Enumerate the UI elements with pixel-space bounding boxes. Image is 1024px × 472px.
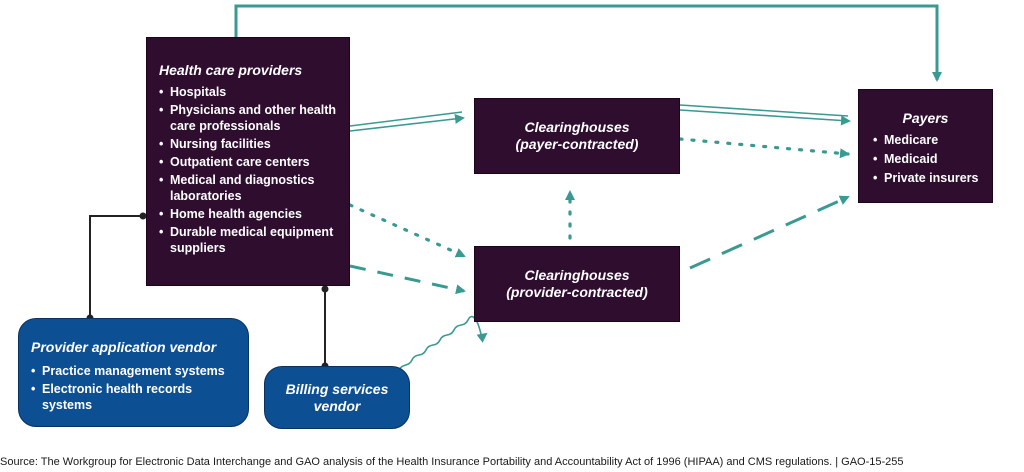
provider-to-provider-clearinghouse-dashed-arrow	[349, 264, 466, 295]
payer-clearinghouse-to-payer-arrow-b	[679, 109, 851, 126]
payers-box: Payers Medicare Medicaid Private insurer…	[858, 89, 993, 203]
provider-item: Home health agencies	[159, 206, 341, 222]
provider-application-vendor-box: Provider application vendor Practice man…	[18, 318, 249, 427]
app-vendor-list: Practice management systems Electronic h…	[31, 363, 242, 413]
clearinghouse-payer-contracted-box: Clearinghouses (payer-contracted)	[474, 98, 680, 174]
billing-vendor-line2: vendor	[313, 398, 361, 414]
app-vendor-item: Practice management systems	[31, 363, 242, 379]
provider-item: Durable medical equipment suppliers	[159, 224, 341, 256]
clearinghouse-provider-line2: (provider-contracted)	[506, 284, 648, 300]
provider-to-provider-clearinghouse-dotted-arrow	[348, 203, 466, 258]
provider-item: Medical and diagnostics laboratories	[159, 172, 341, 204]
clearinghouse-payer-line1: Clearinghouses	[524, 119, 630, 135]
app-vendor-connector	[89, 215, 143, 318]
provider-item: Hospitals	[159, 84, 341, 100]
source-note: Source: The Workgroup for Electronic Dat…	[0, 456, 904, 468]
payers-list: Medicare Medicaid Private insurers	[873, 132, 992, 186]
health-care-providers-box: Health care providers Hospitals Physicia…	[146, 37, 350, 286]
payer-item: Medicaid	[873, 151, 992, 167]
provider-item: Physicians and other health care profess…	[159, 102, 341, 134]
billing-vendor-connector-dot-top	[321, 285, 329, 293]
provider-to-payer-clearinghouse-arrow-b	[349, 113, 465, 132]
clearinghouse-provider-contracted-box: Clearinghouses (provider-contracted)	[474, 246, 680, 322]
app-vendor-item: Electronic health records systems	[31, 381, 242, 413]
provider-to-payer-clearinghouse-arrow-a	[349, 111, 463, 127]
providers-title: Health care providers	[159, 62, 303, 78]
payer-clearinghouse-to-payer-arrow-a	[679, 104, 849, 117]
provider-to-payer-direct-arrow	[234, 4, 942, 82]
payer-item: Medicare	[873, 132, 992, 148]
app-vendor-connector-dot-top	[139, 212, 147, 220]
provider-clearinghouse-to-payer-dashed-arrow	[689, 195, 850, 270]
payer-item: Private insurers	[873, 170, 992, 186]
providers-list: Hospitals Physicians and other health ca…	[159, 84, 341, 256]
clearinghouse-payer-line2: (payer-contracted)	[515, 136, 639, 152]
provider-item: Nursing facilities	[159, 136, 341, 152]
billing-services-vendor-box: Billing services vendor	[264, 366, 410, 429]
provider-item: Outpatient care centers	[159, 154, 341, 170]
clearinghouse-provider-line1: Clearinghouses	[524, 267, 630, 283]
payers-title: Payers	[902, 110, 949, 126]
billing-to-clearinghouse-arrowhead	[476, 332, 488, 343]
payer-clearinghouse-dotted-arrow	[678, 137, 850, 159]
billing-to-clearinghouse-wavy-arrow	[397, 315, 483, 373]
app-vendor-title: Provider application vendor	[31, 339, 217, 355]
billing-vendor-line1: Billing services	[285, 381, 389, 397]
